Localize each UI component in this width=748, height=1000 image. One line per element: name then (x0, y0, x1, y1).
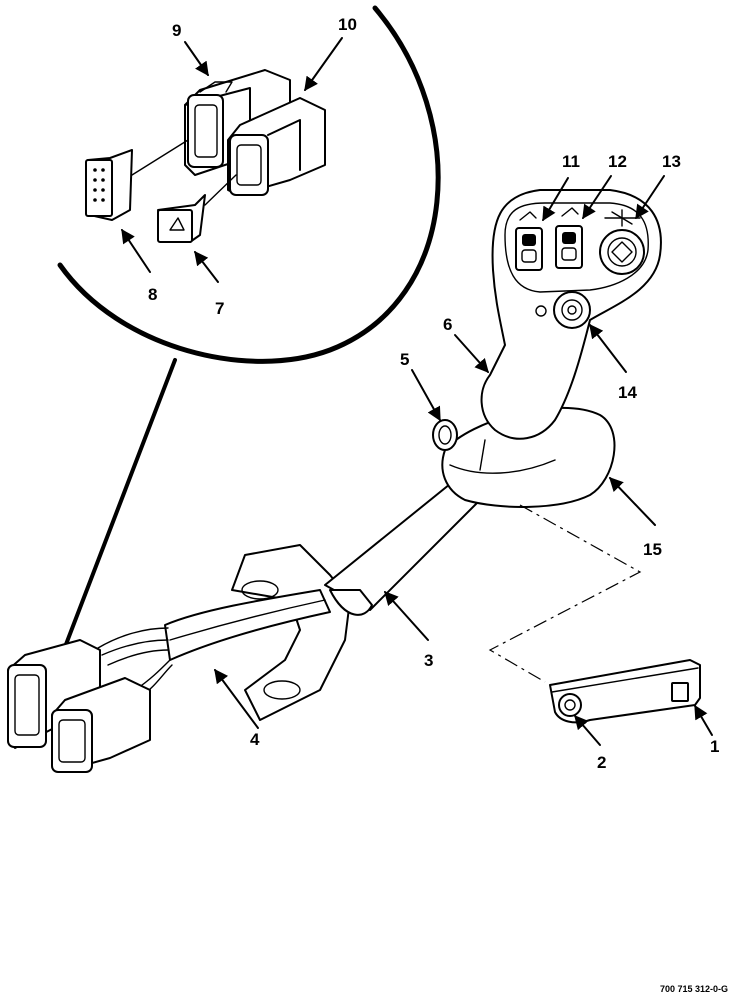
harness-connector-right (51, 677, 151, 773)
callout-14: 14 (618, 383, 637, 402)
callout-8: 8 (148, 285, 157, 304)
callout-4: 4 (250, 730, 260, 749)
callout-9: 9 (172, 21, 181, 40)
wire-harness (97, 589, 331, 698)
faceplate-symbols (519, 207, 641, 227)
switch-11-icon (515, 227, 543, 271)
callout-6: 6 (443, 315, 452, 334)
detail-circle (57, 5, 441, 662)
part-number: 700 715 312-0-G (660, 984, 728, 994)
callout-15: 15 (643, 540, 662, 559)
thumb-pad-13-icon (599, 229, 645, 275)
mounting-plate (488, 504, 701, 724)
callout-7: 7 (215, 299, 224, 318)
callout-11: 11 (562, 152, 580, 171)
switch-12-icon (555, 225, 583, 269)
callout-5: 5 (400, 350, 409, 369)
callout-1: 1 (710, 737, 719, 756)
callout-2: 2 (597, 753, 606, 772)
callout-10: 10 (338, 15, 357, 34)
callout-12: 12 (608, 152, 627, 171)
callout-3: 3 (424, 651, 433, 670)
callout-13: 13 (662, 152, 681, 171)
joystick-handle (231, 189, 662, 721)
button-14-icon (535, 291, 591, 329)
callout-labels: 9 10 8 7 11 12 13 6 5 14 15 3 4 2 1 700 … (148, 15, 728, 994)
detail-plug-7 (157, 174, 237, 243)
leader-arrows (121, 37, 713, 746)
detail-plug-8 (85, 139, 189, 221)
detail-connector-10 (227, 97, 326, 196)
